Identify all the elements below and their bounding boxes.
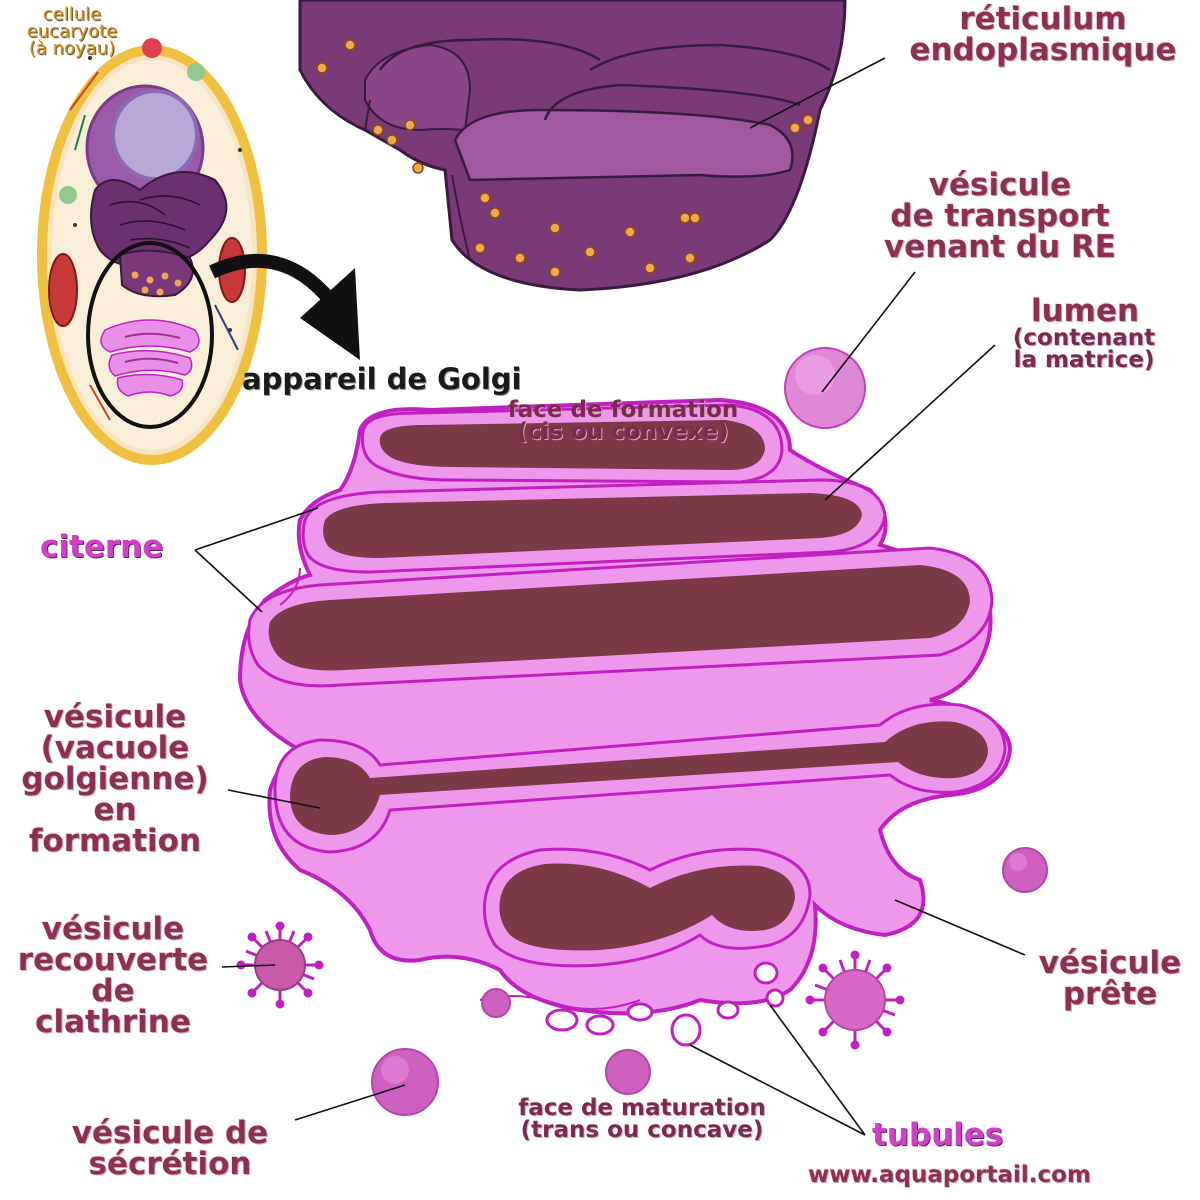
tubules-label: tubules: [872, 1117, 1004, 1153]
clathrin-coated-vesicle: [805, 950, 905, 1050]
ready-vesicle-line: vésicule: [1038, 945, 1182, 981]
secretion-vesicle-line: sécrétion: [88, 1146, 252, 1182]
reticulum-label: réticulum endoplasmique: [888, 4, 1198, 66]
clathrin-coated-vesicle: [236, 921, 324, 1009]
leader-lines: [194, 57, 1026, 1136]
forming-vesicle-line: golgienne): [21, 761, 209, 797]
forming-vesicle-line: formation: [28, 823, 202, 859]
face-maturation-label: face de maturation (trans ou concave): [492, 1095, 792, 1143]
transport-vesicle: [784, 347, 866, 429]
mitochondrion: [48, 253, 78, 327]
ready-vesicle-line: prête: [1062, 976, 1158, 1012]
golgi-highlight-ring: [86, 241, 214, 429]
golgi-title: appareil de Golgi: [242, 362, 522, 396]
face-formation-label: face de formation (cis ou convexe): [482, 397, 764, 445]
nucleolus: [111, 89, 199, 181]
endoplasmic-reticulum: [298, 0, 847, 292]
clathrin-vesicle-label: vésicule recouverte de clathrine: [0, 914, 226, 1038]
forming-vesicle-label: vésicule (vacuole golgienne) en formatio…: [0, 702, 230, 857]
face-formation-line: (cis ou convexe): [517, 418, 729, 445]
citerne-label: citerne: [40, 529, 164, 565]
reticulum-label-line: réticulum: [959, 1, 1127, 37]
ready-vesicle-label: vésicule prête: [1022, 948, 1198, 1010]
clathrin-vesicle-line: vésicule: [41, 911, 185, 947]
transport-vesicle-label: vésicule de transport venant du RE: [860, 170, 1140, 263]
forming-vesicle-line: vésicule: [43, 699, 187, 735]
secretion-vesicle-line: vésicule de: [71, 1115, 269, 1151]
golgi-apparatus: [237, 397, 1013, 1047]
face-maturation-line: face de maturation: [518, 1095, 766, 1121]
lumen-label: lumen: [1030, 293, 1140, 329]
secretion-vesicle-label: vésicule de sécrétion: [50, 1118, 290, 1180]
clathrin-vesicle-line: recouverte: [17, 942, 209, 978]
forming-vesicle-line: en: [93, 792, 137, 828]
transport-vesicle-label-line: vésicule: [928, 167, 1072, 203]
website-link[interactable]: www.aquaportail.com: [808, 1162, 1091, 1188]
face-maturation-line: (trans ou concave): [520, 1116, 764, 1143]
clathrin-vesicle-line: clathrine: [35, 1004, 191, 1040]
lumen-note: (contenant la matrice): [995, 325, 1173, 373]
secretion-vesicle: [371, 1048, 439, 1116]
cell-label-line: (à noyau): [28, 38, 116, 60]
transport-vesicle-label-line: venant du RE: [883, 229, 1116, 265]
face-formation-line: face de formation: [507, 397, 739, 423]
transport-vesicle-label-line: de transport: [890, 198, 1110, 234]
cell-label: cellule eucaryote (à noyau): [2, 4, 142, 60]
pointer-arrow: [209, 253, 360, 360]
ready-vesicle: [1002, 847, 1048, 893]
cell-label-line: eucaryote: [26, 21, 118, 43]
cell-reticulum: [90, 171, 228, 267]
cell-golgi: [100, 319, 200, 397]
lumen-note-line: (contenant: [1012, 325, 1156, 351]
cell-label-line: cellule: [42, 4, 102, 25]
small-vesicle: [481, 988, 651, 1095]
clathrin-vesicle-line: de: [91, 973, 135, 1009]
cell-inset: [37, 38, 267, 465]
forming-vesicle-line: (vacuole: [40, 730, 190, 766]
reticulum-label-line: endoplasmique: [909, 32, 1177, 68]
tubules: [545, 961, 785, 1047]
lumen-note-line: la matrice): [1013, 346, 1155, 373]
